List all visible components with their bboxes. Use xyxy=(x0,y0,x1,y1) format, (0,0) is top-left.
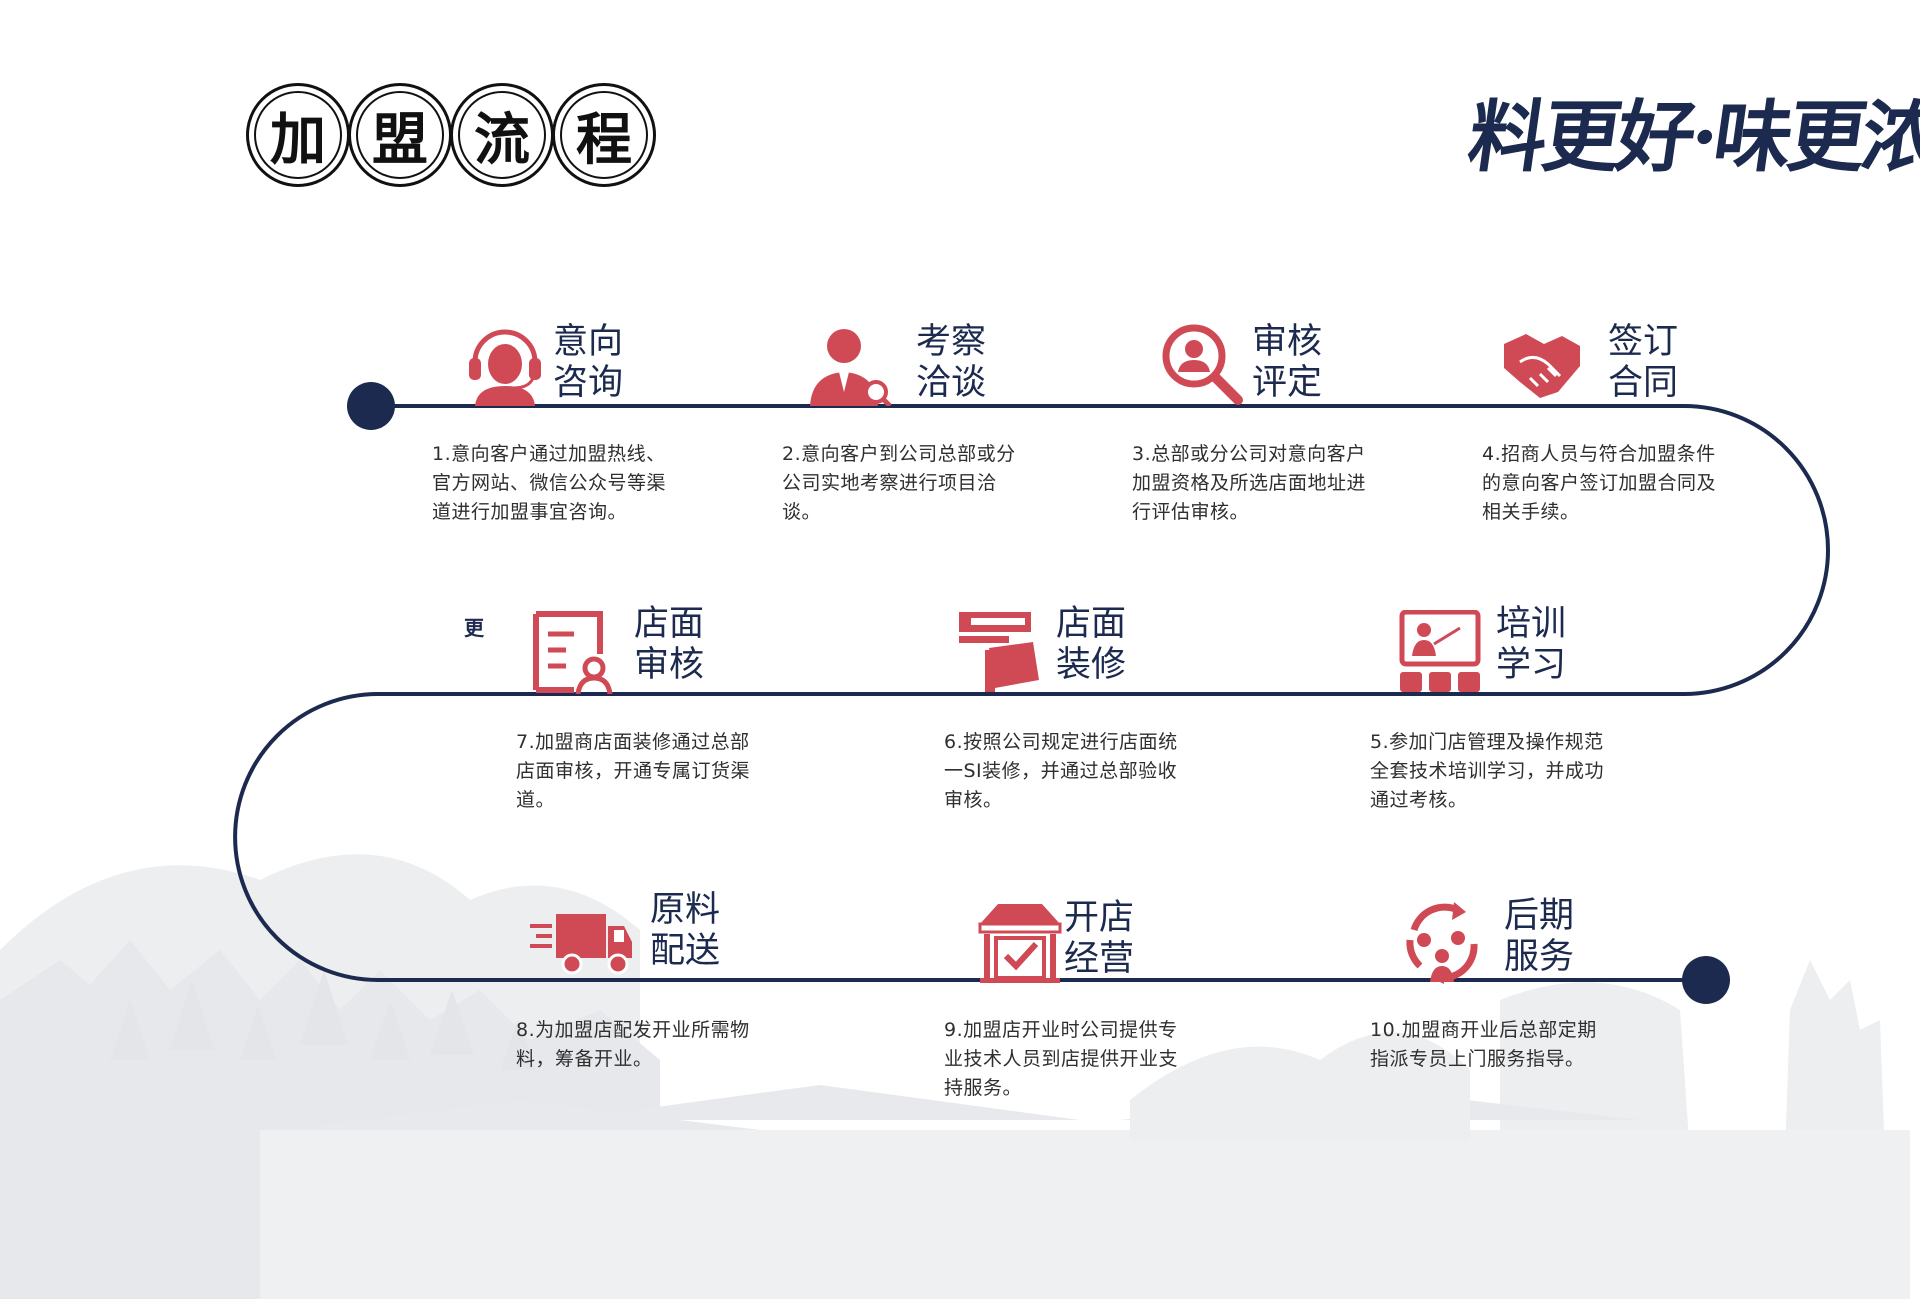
document-person-icon xyxy=(533,611,613,694)
title-seal: 加 xyxy=(246,83,350,187)
step-4-title: 签订合同 xyxy=(1608,322,1679,403)
step-1-title: 意向咨询 xyxy=(553,322,624,403)
step-1-description: 1.意向客户通过加盟热线、官方网站、微信公众号等渠道进行加盟事宜咨询。 xyxy=(432,443,667,523)
title-char: 盟 xyxy=(356,91,444,179)
businessman-search-icon xyxy=(810,329,892,406)
step-7-title: 店面审核 xyxy=(634,604,705,685)
delivery-truck-icon xyxy=(530,914,632,975)
stray-mark: 更 xyxy=(464,616,484,640)
path-end-dot xyxy=(1682,956,1730,1004)
handshake-icon xyxy=(1504,334,1580,398)
title-char: 加 xyxy=(254,91,342,179)
step-9-title: 开店经营 xyxy=(1064,898,1135,979)
brand-slogan: 料更好·味更浓 xyxy=(1462,92,1920,183)
service-cycle-icon xyxy=(1406,902,1478,984)
step-8-description: 8.为加盟店配发开业所需物料，筹备开业。 xyxy=(516,1019,750,1070)
title-char: 流 xyxy=(458,91,546,179)
step-5-title: 培训学习 xyxy=(1496,604,1567,685)
step-3-title: 审核评定 xyxy=(1252,322,1323,403)
title-seal: 盟 xyxy=(348,83,452,187)
path-start-dot xyxy=(347,382,395,430)
step-6-title: 店面装修 xyxy=(1056,604,1127,685)
step-3-description: 3.总部或分公司对意向客户加盟资格及所选店面地址进行评估审核。 xyxy=(1132,443,1367,523)
step-6-description: 6.按照公司规定进行店面统一SI装修，并通过总部验收审核。 xyxy=(944,731,1178,811)
storefront-check-icon xyxy=(978,904,1062,983)
paint-roller-icon xyxy=(959,612,1039,692)
step-4-description: 4.招商人员与符合加盟条件的意向客户签订加盟合同及相关手续。 xyxy=(1482,443,1717,523)
step-2-description: 2.意向客户到公司总部或分公司实地考察进行项目洽谈。 xyxy=(782,443,1016,523)
step-10-description: 10.加盟商开业后总部定期指派专员上门服务指导。 xyxy=(1370,1019,1597,1070)
step-10-title: 后期服务 xyxy=(1504,896,1575,977)
training-presentation-icon xyxy=(1399,610,1481,692)
headset-agent-icon xyxy=(469,329,541,406)
step-8-title: 原料配送 xyxy=(650,890,721,971)
title-char: 程 xyxy=(560,91,648,179)
step-7-description: 7.加盟商店面装修通过总部店面审核，开通专属订货渠道。 xyxy=(516,731,751,811)
page-title: 加 盟 流 程 xyxy=(246,83,656,187)
title-seal: 程 xyxy=(552,83,656,187)
step-9-description: 9.加盟店开业时公司提供专业技术人员到店提供开业支持服务。 xyxy=(944,1019,1179,1099)
step-5-description: 5.参加门店管理及操作规范全套技术培训学习，并成功通过考核。 xyxy=(1370,731,1605,811)
magnifier-person-icon xyxy=(1162,324,1243,405)
step-2-title: 考察洽谈 xyxy=(916,322,987,403)
title-seal: 流 xyxy=(450,83,554,187)
